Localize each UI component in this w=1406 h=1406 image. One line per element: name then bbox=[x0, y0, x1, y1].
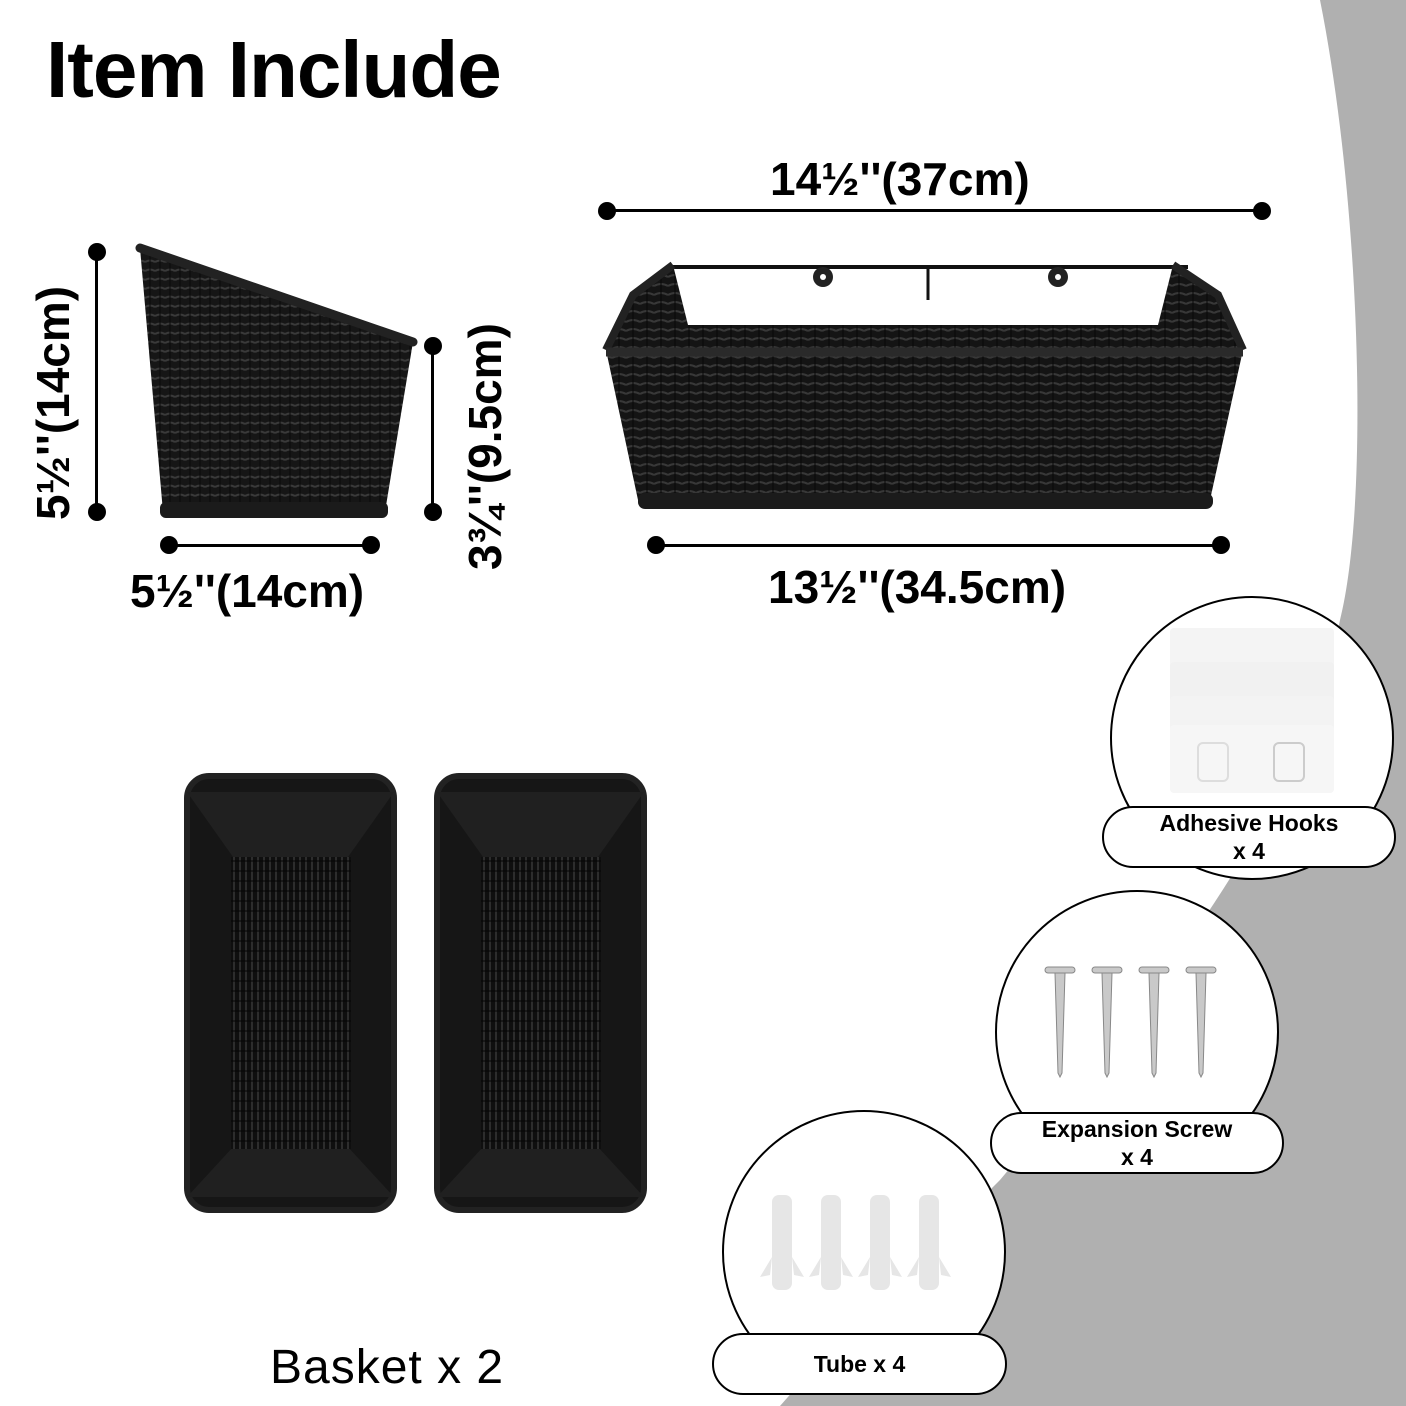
dimension-dot bbox=[1212, 536, 1230, 554]
wall-anchor-icon bbox=[760, 1195, 951, 1290]
dimension-line bbox=[607, 209, 1262, 212]
small-basket-image bbox=[135, 243, 418, 518]
basket-top-view bbox=[184, 773, 397, 1213]
baskets-label: Basket x 2 bbox=[270, 1341, 505, 1394]
accessory-label-pill: Adhesive Hooks x 4 bbox=[1102, 806, 1396, 868]
screw-icon bbox=[1044, 966, 1217, 1079]
dimension-dot bbox=[362, 536, 380, 554]
accessory-name: Expansion Screw bbox=[1041, 1116, 1233, 1142]
large-basket-bottom-width-label: 13½''(34.5cm) bbox=[768, 561, 1067, 613]
dimension-line bbox=[431, 346, 434, 512]
page-title: Item Include bbox=[46, 25, 502, 114]
dimension-dot bbox=[424, 503, 442, 521]
small-basket-width-label: 5½''(14cm) bbox=[130, 565, 365, 617]
dimension-line bbox=[95, 252, 98, 512]
accessory-qty: x 4 bbox=[1233, 838, 1265, 864]
dimension-dot bbox=[160, 536, 178, 554]
dimension-line bbox=[170, 544, 370, 547]
small-basket-front-height-label: 3¾''(9.5cm) bbox=[459, 323, 511, 570]
small-basket-height-label: 5½''(14cm) bbox=[27, 285, 79, 520]
dimension-dot bbox=[1253, 202, 1271, 220]
large-basket-top-width-label: 14½''(37cm) bbox=[770, 153, 1030, 205]
dimension-line bbox=[656, 544, 1221, 547]
accessory-label-pill: Tube x 4 bbox=[712, 1333, 1007, 1395]
large-basket-image bbox=[602, 261, 1247, 509]
accessory-name: Tube x 4 bbox=[813, 1351, 906, 1377]
accessory-name: Adhesive Hooks bbox=[1159, 810, 1339, 836]
adhesive-hook-icon bbox=[1170, 628, 1334, 793]
accessory-qty: x 4 bbox=[1121, 1144, 1153, 1170]
dimension-dot bbox=[88, 503, 106, 521]
accessory-label-pill: Expansion Screw x 4 bbox=[990, 1112, 1284, 1174]
basket-top-view bbox=[434, 773, 647, 1213]
